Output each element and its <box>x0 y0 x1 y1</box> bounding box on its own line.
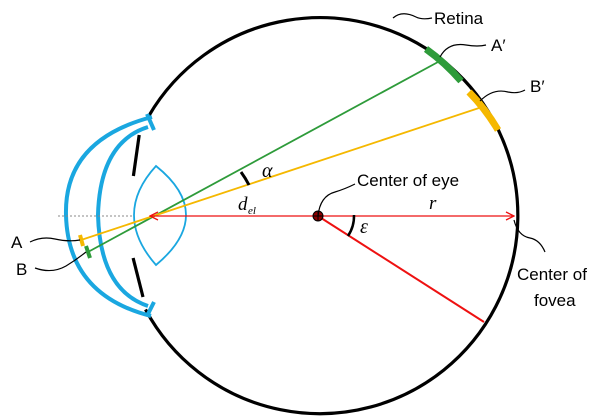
d-el-label: d el <box>238 194 256 217</box>
leader-lines <box>29 13 546 272</box>
eyeball-arc-front-lower <box>131 257 145 298</box>
object-b-segment <box>84 245 92 259</box>
green-ray <box>87 61 439 253</box>
epsilon-label: ε <box>360 216 368 238</box>
center-of-fovea-leader <box>513 219 546 253</box>
center-of-fovea-label-line2: fovea <box>534 291 576 310</box>
b-leader <box>34 251 87 272</box>
object-a-segment <box>78 234 85 247</box>
yellow-ray <box>80 107 480 241</box>
center-of-eye-leader <box>317 183 356 217</box>
center-of-fovea-label-line1: Center of <box>517 265 587 284</box>
b-prime-leader <box>479 89 526 102</box>
cornea-top-cap <box>145 113 156 131</box>
epsilon-angle-arc <box>346 214 356 237</box>
r-label: r <box>429 193 437 214</box>
a-prime-leader <box>439 43 487 58</box>
a-prime-label: A′ <box>491 36 506 55</box>
retina-label: Retina <box>434 9 484 28</box>
center-of-eye-label: Center of eye <box>357 171 459 190</box>
eyeball-outline <box>131 16 520 416</box>
b-prime-label: B′ <box>530 77 545 96</box>
a-leader <box>29 237 81 243</box>
retina-leader <box>392 13 433 20</box>
fovea-line <box>317 215 485 323</box>
alpha-angle-arc <box>239 171 251 186</box>
retina-green-segment <box>423 46 464 84</box>
eyeball-arc-front-upper <box>131 134 141 177</box>
cornea-bottom-cap <box>145 301 156 317</box>
b-label: B <box>16 260 27 279</box>
retina-yellow-segment <box>466 89 502 132</box>
a-label: A <box>11 233 23 252</box>
eyeball-arc-main <box>144 16 520 416</box>
cornea-inner <box>95 125 149 308</box>
cornea <box>63 113 156 318</box>
d-el-main: d <box>238 194 248 215</box>
alpha-label: α <box>262 160 273 182</box>
cornea-outer <box>63 115 153 318</box>
d-el-subscript: el <box>248 205 256 217</box>
